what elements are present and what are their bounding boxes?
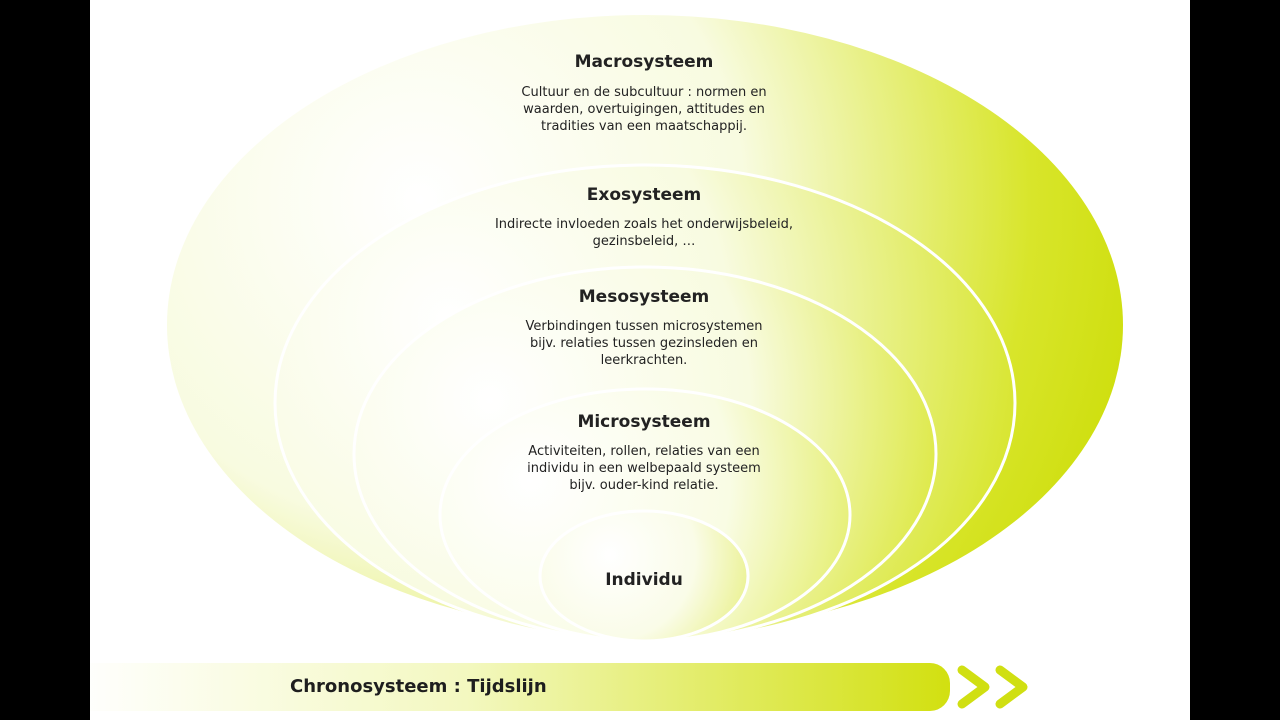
description-line: individu in een welbepaald systeem: [527, 461, 761, 476]
timeline-arrow-icon: [957, 665, 1028, 709]
nested-systems-diagram: [90, 15, 1123, 711]
description-line: bijv. ouder-kind relatie.: [569, 478, 719, 493]
description-line: Verbindingen tussen microsystemen: [525, 319, 763, 334]
mesosysteem-description: Verbindingen tussen microsystemen bijv. …: [394, 318, 894, 369]
mesosysteem-title: Mesosysteem: [578, 287, 710, 307]
description-line: tradities van een maatschappij.: [541, 119, 747, 134]
description-line: Indirecte invloeden zoals het onderwijsb…: [494, 217, 794, 232]
microsysteem-title: Microsysteem: [577, 412, 711, 432]
description-line: waarden, overtuigingen, attitudes en: [523, 102, 765, 117]
slide: Macrosysteem Cultuur en de subcultuur : …: [90, 0, 1190, 720]
timeline-bar: [90, 663, 950, 711]
macrosysteem-title: Macrosysteem: [574, 52, 714, 72]
layer-ellipse-individu: [538, 509, 750, 643]
description-line: leerkrachten.: [600, 353, 688, 368]
microsysteem-description: Activiteiten, rollen, relaties van een i…: [394, 443, 894, 494]
chronosysteem-label: Chronosysteem : Tijdslijn: [290, 676, 547, 697]
exosysteem-description: Indirecte invloeden zoals het onderwijsb…: [394, 216, 894, 250]
description-line: Activiteiten, rollen, relaties van een: [528, 444, 760, 459]
description-line: gezinsbeleid, …: [592, 234, 696, 249]
description-line: Cultuur en de subcultuur : normen en: [521, 85, 767, 100]
macrosysteem-description: Cultuur en de subcultuur : normen en waa…: [394, 84, 894, 135]
exosysteem-title: Exosysteem: [586, 185, 702, 205]
description-line: bijv. relaties tussen gezinsleden en: [529, 336, 759, 351]
individu-title: Individu: [605, 570, 683, 590]
